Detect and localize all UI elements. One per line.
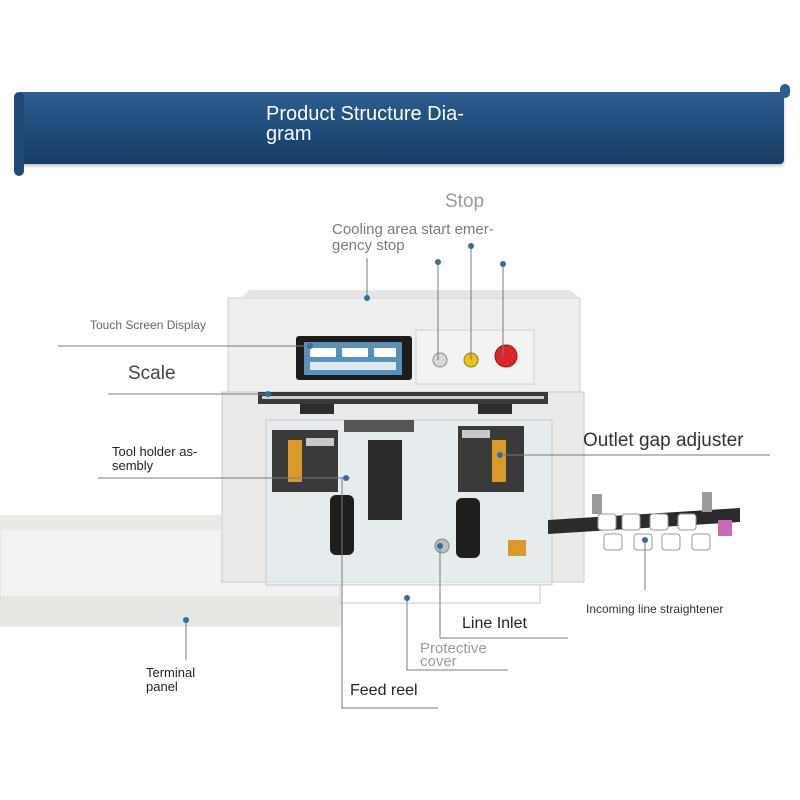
- control-plate: [415, 329, 535, 385]
- label-scale: Scale: [128, 363, 176, 384]
- label-incoming-line: Incoming line straightener: [586, 602, 724, 616]
- banner-roll-right: [780, 84, 790, 98]
- label-feed-reel: Feed reel: [350, 682, 418, 699]
- label-outlet-gap: Outlet gap adjuster: [583, 430, 744, 451]
- label-terminal-panel: Terminal panel: [146, 665, 196, 694]
- right-tool-holder: [434, 426, 526, 558]
- title-banner: Product Structure Dia- gram: [14, 84, 790, 176]
- incoming-line-straightener: [548, 492, 740, 551]
- label-stop: Stop: [445, 191, 485, 212]
- banner-title: Product Structure Dia- gram: [266, 103, 464, 145]
- label-touch-screen: Touch Screen Display: [90, 318, 207, 332]
- label-line-inlet: Line Inlet: [462, 615, 527, 632]
- label-cooling-area: Cooling area start emer- gency stop: [332, 221, 494, 254]
- leader-dots: [183, 243, 648, 623]
- label-tool-holder: Tool holder as- sembly: [112, 444, 198, 473]
- label-protective-cover: Protective cover: [420, 640, 487, 670]
- banner-roll-left: [14, 92, 24, 176]
- touch-screen: [296, 336, 412, 380]
- left-tool-holder: [272, 420, 414, 555]
